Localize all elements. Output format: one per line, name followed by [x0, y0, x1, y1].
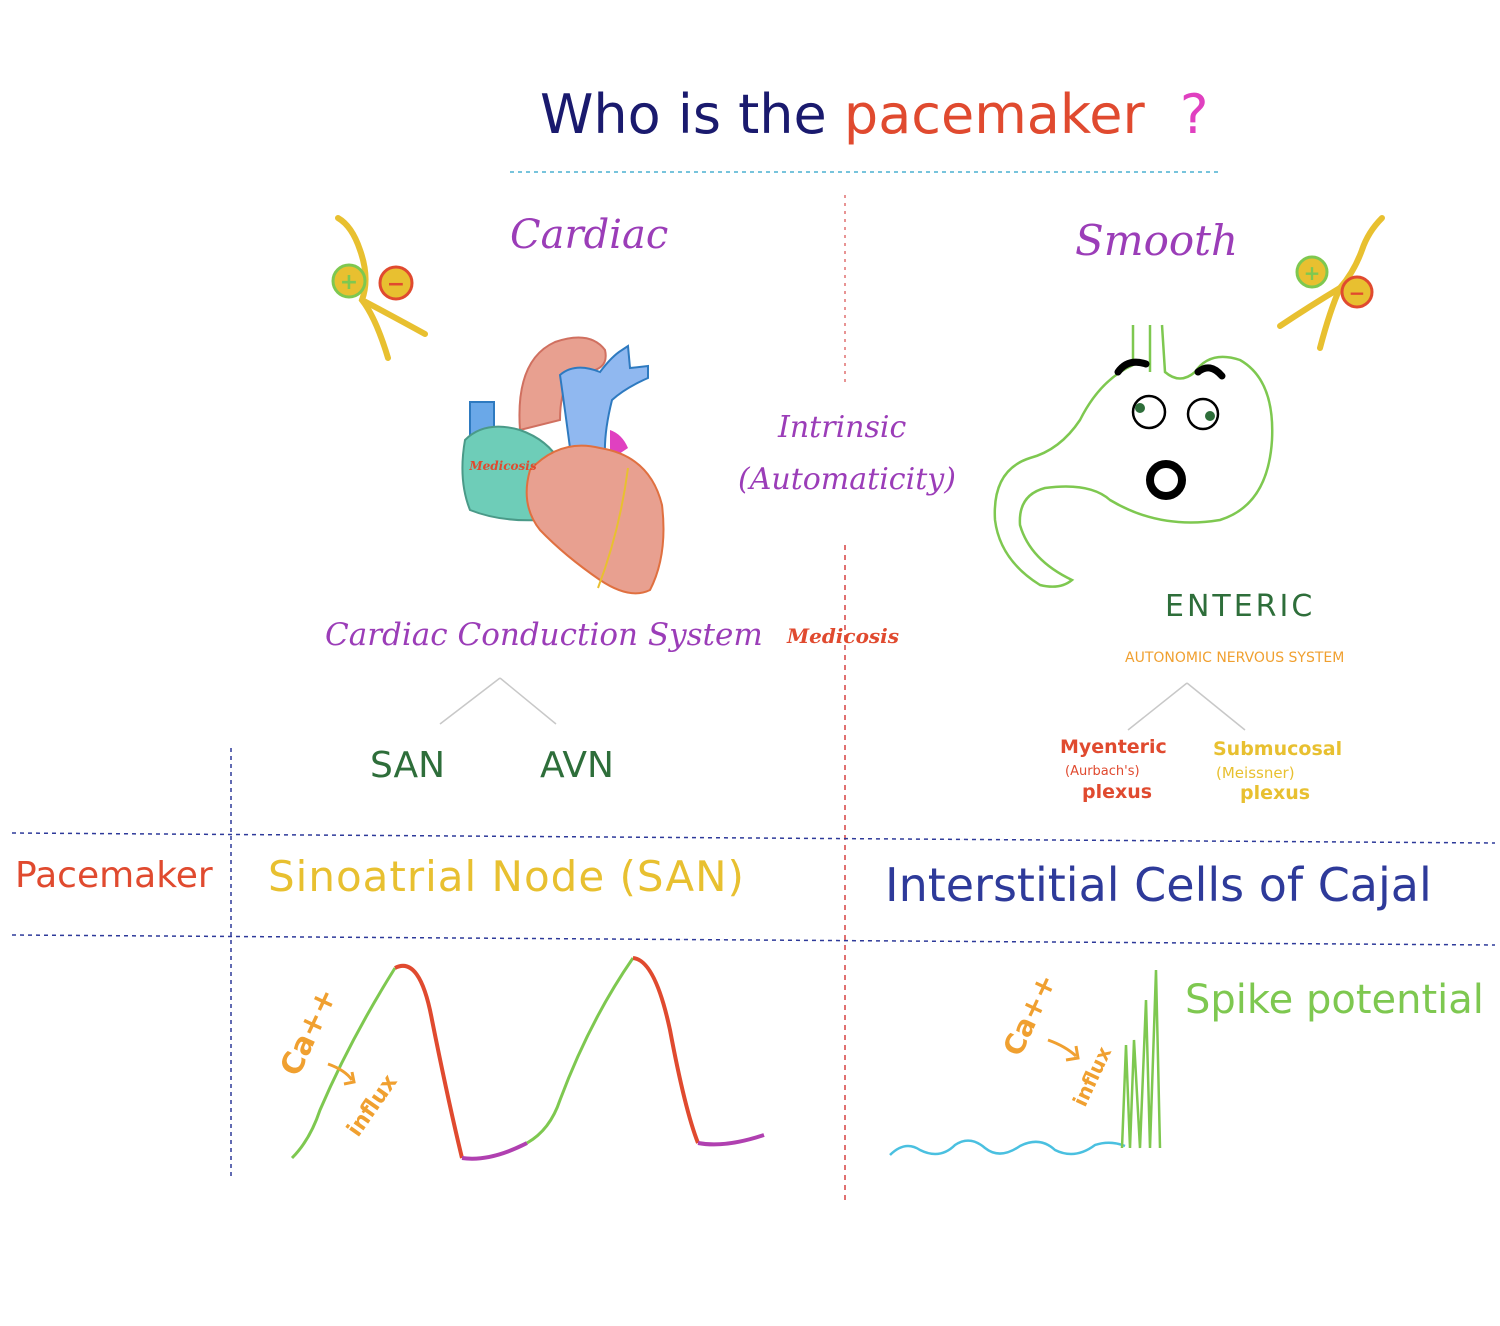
- automaticity-label: (Automaticity): [738, 462, 956, 497]
- cardiac-ap2-phase4: [697, 1133, 765, 1147]
- enteric-branch-right: [1186, 682, 1246, 731]
- smooth-receptor-icon: + −: [1277, 215, 1385, 351]
- intrinsic-label: Intrinsic: [778, 410, 907, 445]
- myenteric-alt: (Aurbach's): [1065, 764, 1140, 779]
- cardiac-action-potential-graph: [290, 956, 765, 1161]
- smooth-influx-label: influx: [1068, 1043, 1116, 1110]
- conduction-system-label: Cardiac Conduction System: [325, 617, 763, 653]
- smooth-ion-label: Ca++: [996, 969, 1062, 1061]
- cardiac-minus: −: [387, 272, 405, 297]
- stomach-mouth: [1146, 460, 1186, 500]
- conduction-branch-right: [499, 677, 557, 725]
- page-title: Who is the pacemaker ?: [540, 88, 1209, 142]
- cardiac-influx-label: influx: [342, 1070, 402, 1141]
- cardiac-ap2-depolarization: [526, 957, 635, 1145]
- heart-illustration: Medicosis: [461, 336, 665, 595]
- smooth-plus: +: [1304, 261, 1321, 285]
- smooth-spike-graph: [889, 969, 1162, 1156]
- submucosal-name: Submucosal: [1213, 738, 1343, 760]
- cardiac-influx-arrow: [327, 1062, 356, 1086]
- title-part3: ?: [1179, 83, 1209, 146]
- cardiac-heading: Cardiac: [510, 212, 669, 258]
- table-bottom-hline: [11, 934, 1496, 946]
- submucosal-alt: (Meissner): [1216, 764, 1295, 782]
- myenteric-name: Myenteric: [1060, 736, 1167, 758]
- pacemaker-row-label: Pacemaker: [15, 855, 213, 896]
- spike-potential-label: Spike potential: [1185, 977, 1484, 1023]
- smooth-influx-arrow: [1047, 1038, 1080, 1062]
- conduction-branch-left: [439, 677, 501, 725]
- slow-wave-baseline: [889, 1139, 1126, 1156]
- ans-label: AUTONOMIC NERVOUS SYSTEM: [1125, 650, 1345, 666]
- heart-watermark: Medicosis: [468, 459, 536, 473]
- stomach-illustration: [993, 324, 1274, 588]
- center-watermark: Medicosis: [786, 624, 899, 648]
- san-branch: SAN: [370, 745, 446, 786]
- cardiac-receptor-icon: + −: [331, 215, 428, 361]
- cardiac-plus: +: [340, 270, 358, 295]
- smooth-heading: Smooth: [1075, 216, 1239, 265]
- myenteric-plexus: plexus: [1082, 781, 1153, 803]
- enteric-branch-left: [1127, 682, 1188, 731]
- smooth-minus: −: [1349, 281, 1366, 305]
- submucosal-plexus: plexus: [1240, 782, 1311, 804]
- cardiac-ap1-depolarization: [290, 967, 397, 1160]
- spike-train: [1120, 969, 1162, 1149]
- cardiac-ap1-repolarization: [394, 963, 464, 1159]
- cardiac-pacemaker: Sinoatrial Node (SAN): [268, 852, 745, 901]
- smooth-pacemaker: Interstitial Cells of Cajal: [885, 858, 1432, 912]
- avn-branch: AVN: [540, 745, 614, 786]
- stomach-right-eye: [1186, 397, 1220, 431]
- cardiac-ap2-repolarization: [632, 956, 700, 1144]
- enteric-label: ENTERIC: [1165, 589, 1316, 624]
- title-part2: pacemaker: [843, 83, 1145, 146]
- title-part1: Who is the: [540, 83, 827, 146]
- cardiac-ap1-phase4: [461, 1141, 528, 1161]
- table-top-hline: [11, 832, 1496, 844]
